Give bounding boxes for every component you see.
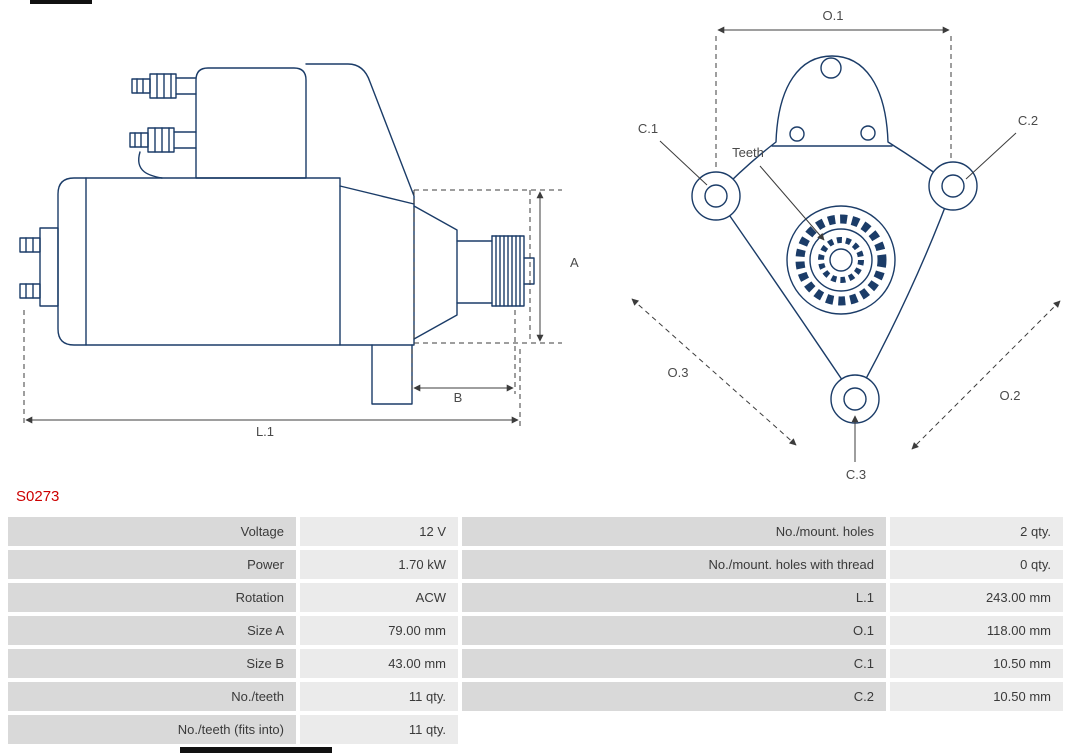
spec-table: Voltage 12 V No./mount. holes 2 qty. Pow… xyxy=(8,517,1063,744)
spec-value: 11 qty. xyxy=(300,715,458,744)
spec-value: 12 V xyxy=(300,517,458,546)
dim-label-l1: L.1 xyxy=(256,424,274,439)
spec-label: Size B xyxy=(8,649,296,678)
teeth-label: Teeth xyxy=(732,145,764,160)
top-edge-artifact xyxy=(30,0,92,4)
spec-label: L.1 xyxy=(462,583,886,612)
spec-value: 2 qty. xyxy=(890,517,1063,546)
spec-value-empty xyxy=(890,715,1063,744)
dim-label-o2: O.2 xyxy=(1000,388,1021,403)
bottom-edge-artifact xyxy=(180,747,332,753)
dim-label-c1: C.1 xyxy=(638,121,658,136)
side-view-drawing: A B L.1 xyxy=(19,63,579,439)
spec-label: No./teeth xyxy=(8,682,296,711)
spec-label: Rotation xyxy=(8,583,296,612)
spec-value: 43.00 mm xyxy=(300,649,458,678)
spec-label-empty xyxy=(462,715,886,744)
spec-label: O.1 xyxy=(462,616,886,645)
spec-label: No./mount. holes with thread xyxy=(462,550,886,579)
spec-value: 79.00 mm xyxy=(300,616,458,645)
spec-label: No./mount. holes xyxy=(462,517,886,546)
spec-label: Voltage xyxy=(8,517,296,546)
spec-value: 1.70 kW xyxy=(300,550,458,579)
part-code: S0273 xyxy=(16,488,60,505)
spec-value: 10.50 mm xyxy=(890,649,1063,678)
dim-label-o1: O.1 xyxy=(823,8,844,23)
spec-label: Power xyxy=(8,550,296,579)
dim-label-o3: O.3 xyxy=(668,365,689,380)
spec-value: 0 qty. xyxy=(890,550,1063,579)
spec-value: ACW xyxy=(300,583,458,612)
dim-label-b: B xyxy=(454,390,463,405)
spec-value: 11 qty. xyxy=(300,682,458,711)
dim-label-c3: C.3 xyxy=(846,467,866,482)
technical-drawing: A B L.1 xyxy=(19,8,1061,482)
spec-value: 10.50 mm xyxy=(890,682,1063,711)
spec-label: C.2 xyxy=(462,682,886,711)
dim-label-c2: C.2 xyxy=(1018,113,1038,128)
spec-value: 118.00 mm xyxy=(890,616,1063,645)
spec-label: C.1 xyxy=(462,649,886,678)
front-view-drawing: O.1 C.1 C.2 Teeth O.3 O.2 C.3 xyxy=(631,8,1061,482)
spec-value: 243.00 mm xyxy=(890,583,1063,612)
dim-label-a: A xyxy=(570,255,579,270)
spec-label: No./teeth (fits into) xyxy=(8,715,296,744)
spec-label: Size A xyxy=(8,616,296,645)
